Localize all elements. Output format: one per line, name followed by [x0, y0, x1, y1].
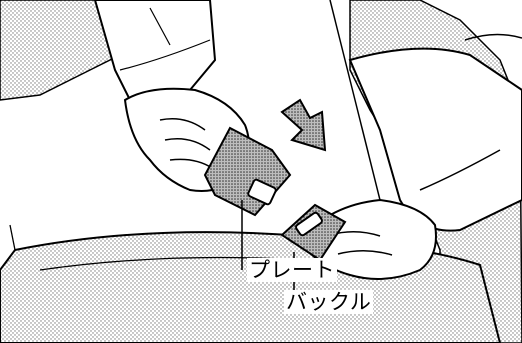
insert-arrow-icon	[282, 100, 325, 150]
buckle-label: バックル	[284, 290, 373, 314]
plate-label: プレート	[247, 258, 337, 282]
